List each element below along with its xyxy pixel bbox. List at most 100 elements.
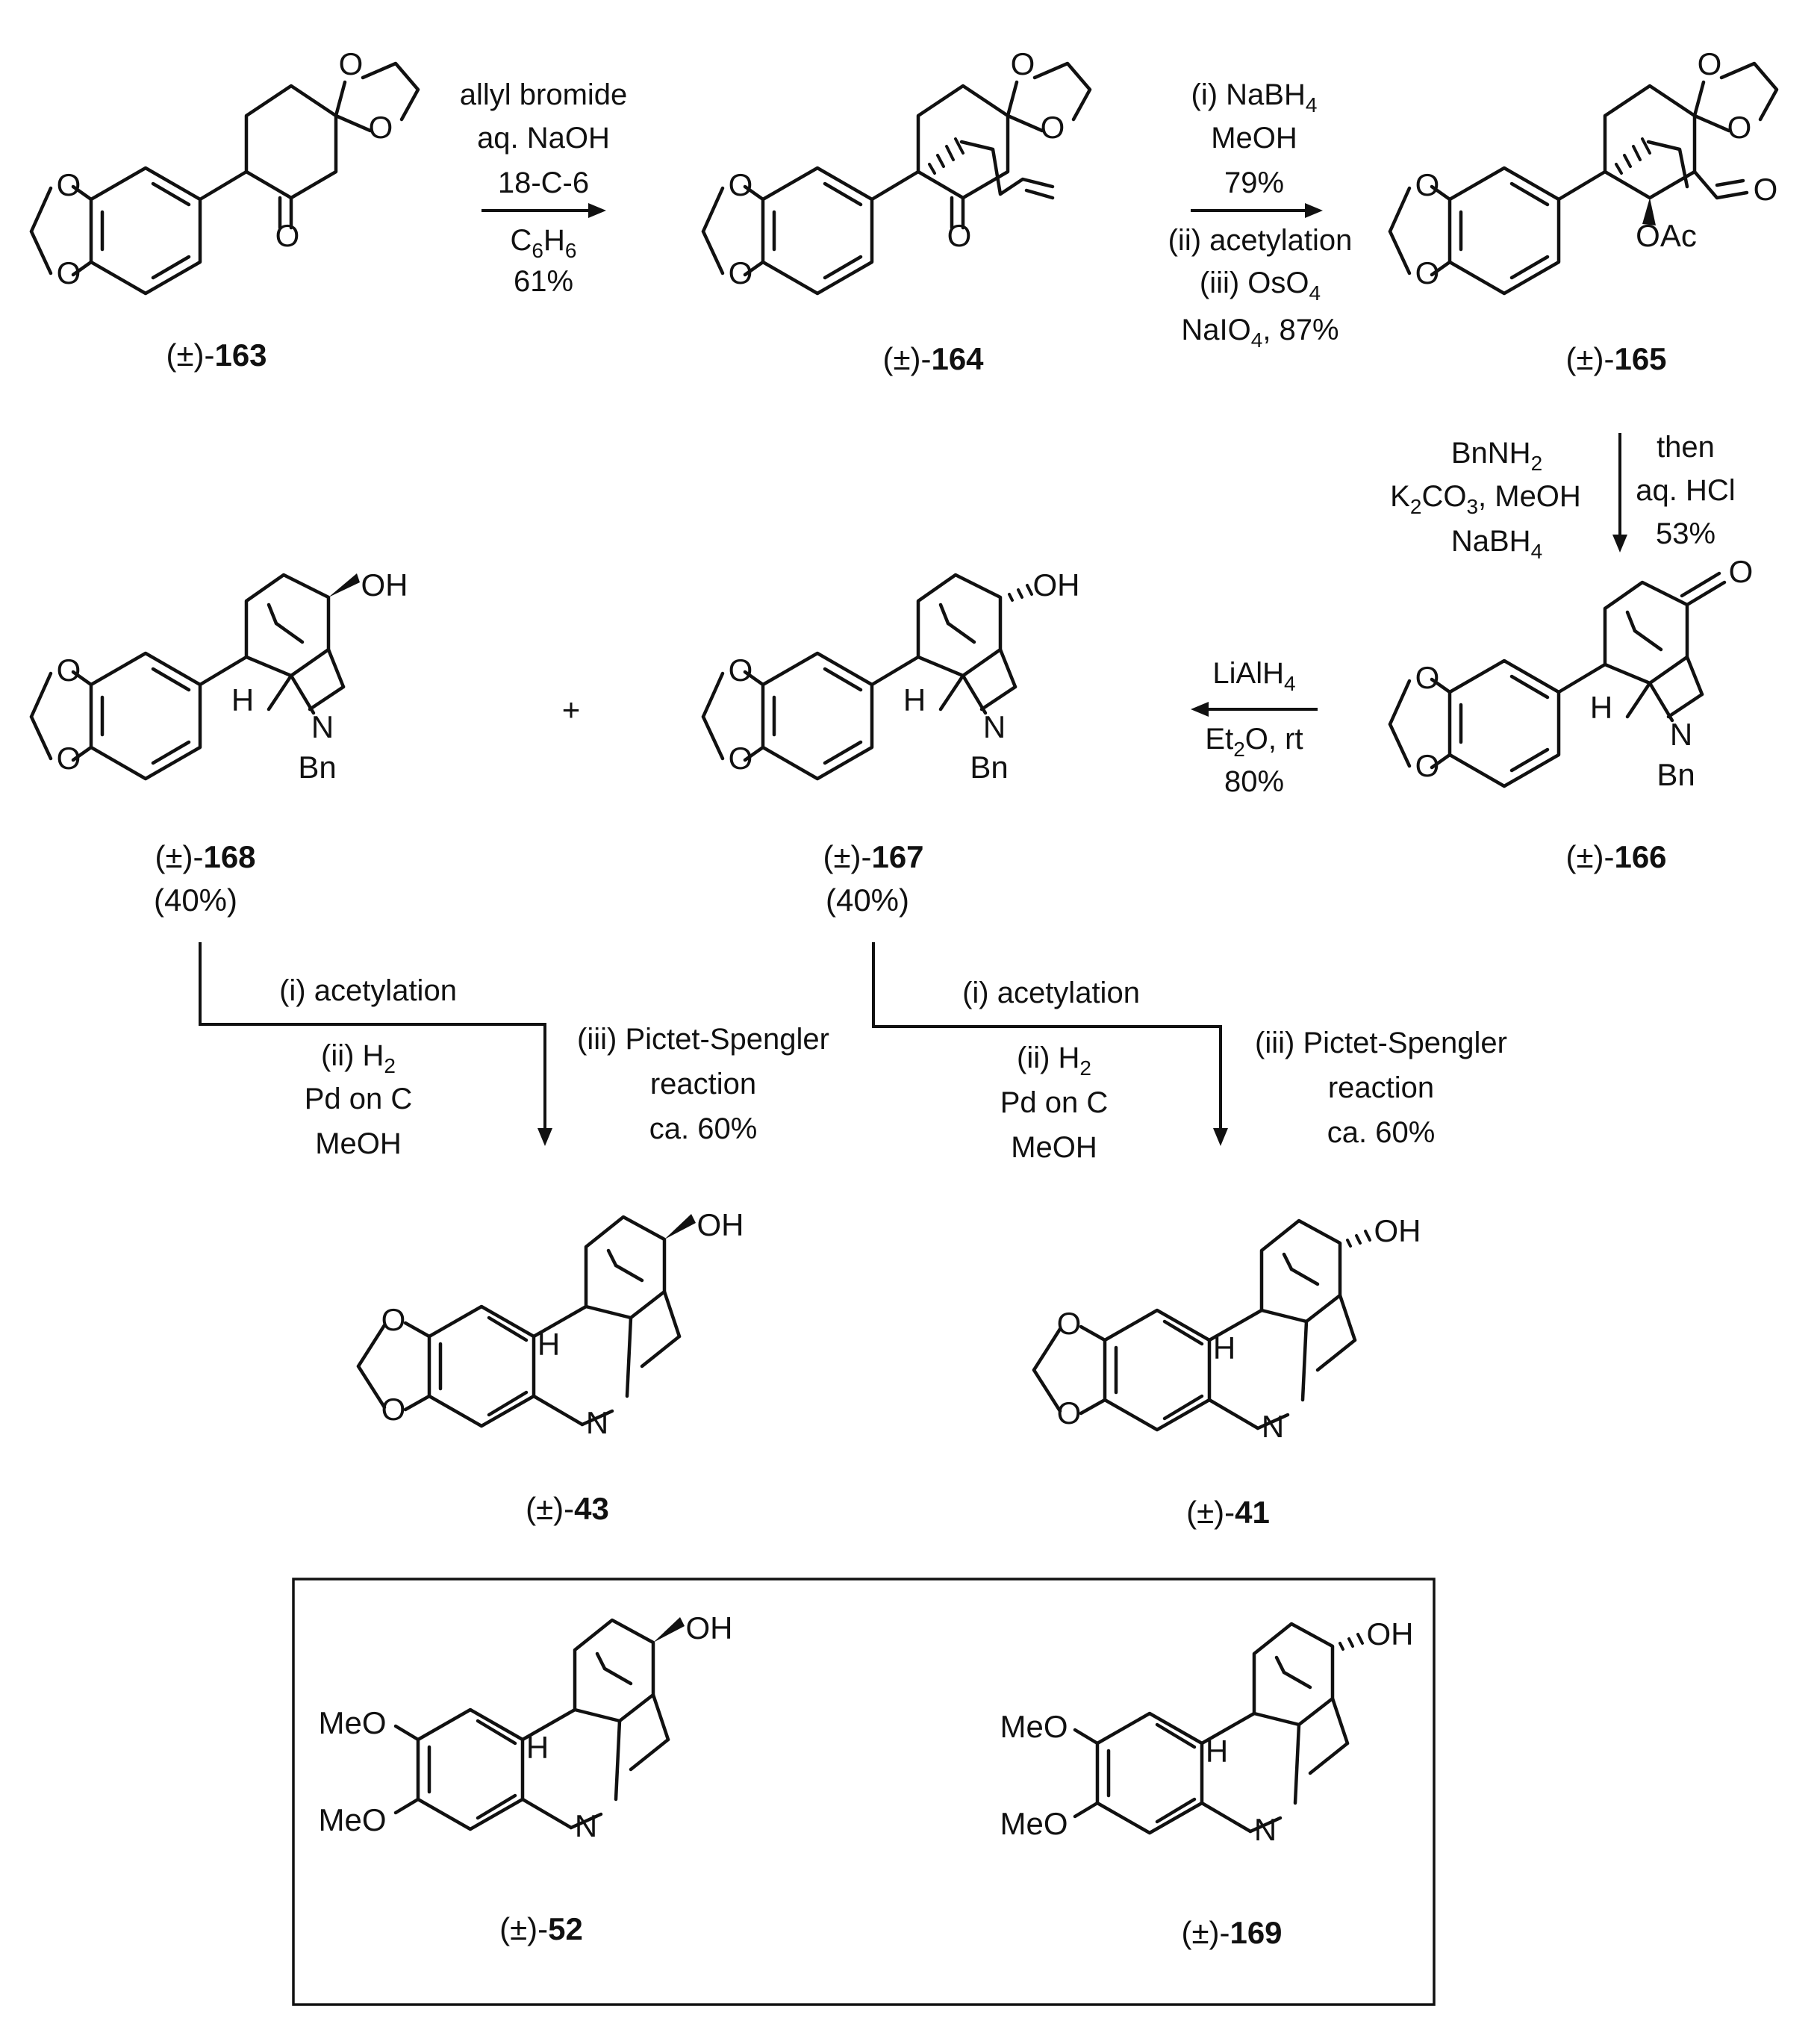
condition-yield: 53% <box>1656 517 1715 550</box>
atom-o: O <box>57 653 81 688</box>
atom-o: O <box>57 167 81 202</box>
atom-n: N <box>983 709 1006 744</box>
comparison-box <box>292 1578 1436 2006</box>
atom-o: O <box>1729 554 1754 589</box>
compound-label-167: (±)-167 <box>823 839 923 874</box>
compound-yield-167: (40%) <box>826 882 909 918</box>
plus-sign: + <box>562 692 581 727</box>
atom-oh: OH <box>697 1207 744 1242</box>
compound-166: O H N Bn O O (±)-166 <box>1390 554 1753 874</box>
condition-yield: 61% <box>514 265 573 298</box>
atom-h: H <box>1213 1330 1235 1366</box>
atom-o: O <box>369 110 393 145</box>
compound-yield-168: (40%) <box>154 882 237 918</box>
atom-o: O <box>947 218 972 253</box>
condition-text: then <box>1657 431 1715 464</box>
atom-o: O <box>339 46 364 81</box>
condition-text: (i) acetylation <box>962 977 1140 1009</box>
atom-bn: Bn <box>298 750 336 785</box>
atom-o: O <box>1057 1306 1082 1341</box>
condition-text: Et2O, rt <box>1205 723 1303 761</box>
atom-h: H <box>526 1730 549 1765</box>
atom-o: O <box>1415 748 1440 783</box>
condition-text: (i) acetylation <box>279 974 457 1007</box>
compound-label-165: (±)-165 <box>1565 341 1666 376</box>
condition-yield: 79% <box>1224 166 1284 199</box>
atom-o: O <box>57 741 81 776</box>
condition-text: MeOH <box>1011 1131 1097 1164</box>
atom-h: H <box>903 682 926 717</box>
condition-text: (ii) H2 <box>321 1039 396 1077</box>
compound-41: O O OH H N (±)-41 <box>1032 1213 1421 1530</box>
condition-text: NaBH4 <box>1451 525 1542 563</box>
condition-text: (iii) Pictet-Spengler <box>1255 1027 1507 1059</box>
compound-168: OH H N Bn O O (±)-168 (40%) <box>31 567 408 918</box>
atom-o: O <box>729 167 753 202</box>
condition-text: Pd on C <box>1000 1086 1109 1119</box>
condition-text: aq. HCl <box>1636 474 1735 507</box>
reaction-arrow-4: LiAlH4 Et2O, rt 80% <box>1191 657 1318 798</box>
condition-yield: ca. 60% <box>1327 1116 1436 1149</box>
compound-label-166: (±)-166 <box>1565 839 1666 874</box>
atom-o: O <box>1727 110 1752 145</box>
condition-text: 18-C-6 <box>498 166 589 199</box>
condition-text: K2CO3, MeOH <box>1390 480 1581 518</box>
atom-oh: OH <box>1033 567 1080 603</box>
atom-oac: OAc <box>1636 218 1697 253</box>
atom-o: O <box>1041 110 1065 145</box>
atom-o: O <box>1011 46 1035 81</box>
atom-h: H <box>537 1327 560 1362</box>
atom-oh: OH <box>686 1610 733 1646</box>
condition-text: reaction <box>650 1068 756 1100</box>
atom-o: O <box>381 1302 406 1337</box>
condition-text: (iii) OsO4 <box>1200 267 1321 305</box>
atom-o: O <box>729 255 753 290</box>
condition-text: LiAlH4 <box>1212 657 1295 695</box>
atom-o: O <box>729 741 753 776</box>
reaction-arrow-3: BnNH2 K2CO3, MeOH NaBH4 then aq. HCl 53% <box>1390 431 1736 563</box>
condition-text: (i) NaBH4 <box>1191 78 1318 116</box>
atom-o: O <box>1057 1395 1082 1430</box>
condition-text: MeOH <box>1211 122 1297 155</box>
atom-o: O <box>1415 660 1440 695</box>
atom-o: O <box>1415 255 1440 290</box>
atom-meo: MeO <box>318 1802 386 1837</box>
atom-o: O <box>729 653 753 688</box>
compound-label-169: (±)-169 <box>1181 1915 1282 1950</box>
compound-label-168: (±)-168 <box>155 839 255 874</box>
atom-n: N <box>575 1808 597 1843</box>
condition-text: BnNH2 <box>1451 437 1542 475</box>
condition-text: aq. NaOH <box>477 122 610 155</box>
compound-52: MeO MeO OH H N (±)-52 <box>318 1610 732 1946</box>
compound-label-164: (±)-164 <box>882 341 984 376</box>
condition-text: reaction <box>1328 1071 1434 1104</box>
atom-meo: MeO <box>1000 1709 1068 1744</box>
atom-bn: Bn <box>1657 757 1695 792</box>
compound-label-43: (±)-43 <box>526 1491 609 1526</box>
atom-oh: OH <box>361 567 408 603</box>
condition-yield: 80% <box>1224 765 1284 798</box>
atom-o: O <box>57 255 81 290</box>
compound-164: O O O O O (±)-164 <box>703 46 1092 376</box>
reaction-arrow-2: (i) NaBH4 MeOH 79% (ii) acetylation (iii… <box>1168 78 1353 352</box>
reaction-arrow-1: allyl bromide aq. NaOH 18-C-6 C6H6 61% <box>460 78 628 298</box>
atom-o: O <box>381 1392 406 1427</box>
atom-o: O <box>1698 46 1722 81</box>
atom-h: H <box>231 682 254 717</box>
atom-n: N <box>311 709 334 744</box>
atom-oh: OH <box>1374 1213 1421 1248</box>
atom-h: H <box>1206 1734 1228 1769</box>
compound-43: O O OH H N (±)-43 <box>356 1207 744 1526</box>
condition-text: (iii) Pictet-Spengler <box>577 1023 829 1056</box>
atom-o: O <box>1754 172 1778 207</box>
compound-label-163: (±)-163 <box>166 337 267 373</box>
condition-text: allyl bromide <box>460 78 628 111</box>
atom-n: N <box>1670 717 1692 752</box>
compound-label-52: (±)-52 <box>499 1911 583 1946</box>
condition-text: (ii) H2 <box>1017 1042 1091 1080</box>
condition-text: MeOH <box>315 1127 402 1160</box>
atom-n: N <box>1262 1409 1284 1444</box>
condition-solvent: C6H6 <box>511 224 577 262</box>
reaction-arrow-6: (i) acetylation (ii) H2 Pd on C MeOH (ii… <box>872 942 1507 1164</box>
